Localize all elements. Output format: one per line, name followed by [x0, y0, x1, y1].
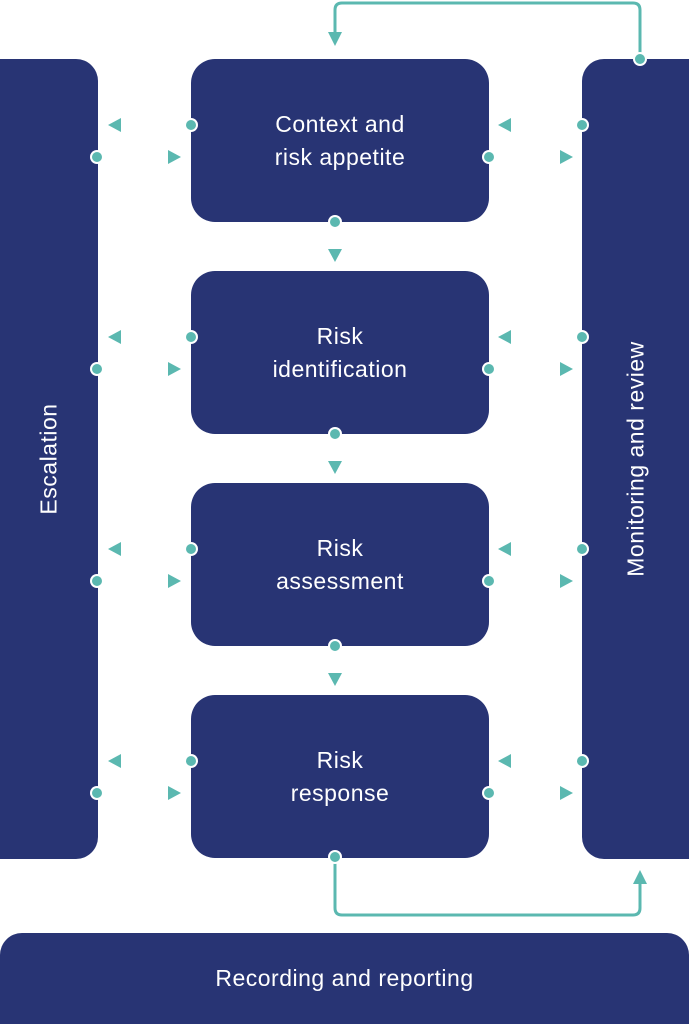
arrow-from-monitoring-1-head — [498, 330, 511, 344]
recording-reporting-label: Recording and reporting — [215, 965, 474, 991]
step-risk-assessment: Risk assessment — [191, 483, 489, 646]
step-label-line1: Risk — [316, 534, 364, 561]
arrow-from-escalation-1-head — [168, 362, 181, 376]
feedback-loop-bottom — [333, 862, 642, 917]
step-label-line2: identification — [272, 355, 408, 382]
escalation-column: Escalation — [0, 59, 98, 859]
feedback-loop-bottom-head — [633, 870, 647, 884]
step-context-risk-appetite: Context and risk appetite — [191, 59, 489, 222]
escalation-label: Escalation — [35, 403, 62, 515]
arrow-to-monitoring-1-head — [560, 362, 573, 376]
arrow-from-escalation-0-head — [168, 150, 181, 164]
feedback-loop-top — [333, 1, 642, 56]
arrow-from-monitoring-2-head — [498, 542, 511, 556]
step-label-line2: response — [290, 779, 390, 806]
monitoring-review-column: Monitoring and review — [582, 59, 689, 859]
arrow-to-escalation-1-head — [108, 330, 121, 344]
arrow-from-escalation-2-head — [168, 574, 181, 588]
step-label-line1: Context and — [275, 110, 405, 137]
arrow-to-escalation-0-head — [108, 118, 121, 132]
step-label-line1: Risk — [316, 322, 364, 349]
arrow-from-monitoring-0-head — [498, 118, 511, 132]
arrow-down-head-0 — [328, 249, 342, 262]
arrow-down-head-2 — [328, 673, 342, 686]
arrow-to-monitoring-3-head — [560, 786, 573, 800]
arrow-from-monitoring-3-head — [498, 754, 511, 768]
arrow-to-monitoring-0-head — [560, 150, 573, 164]
step-label-line2: assessment — [276, 567, 404, 594]
recording-reporting-bar: Recording and reporting — [0, 933, 689, 1024]
arrow-to-monitoring-2-head — [560, 574, 573, 588]
arrow-down-head-1 — [328, 461, 342, 474]
monitoring-review-label: Monitoring and review — [622, 341, 648, 577]
step-risk-identification: Risk identification — [191, 271, 489, 434]
feedback-loop-top-head — [328, 32, 342, 46]
arrow-from-escalation-3-head — [168, 786, 181, 800]
step-label-line1: Risk — [316, 746, 364, 773]
arrow-to-escalation-3-head — [108, 754, 121, 768]
step-label-line2: risk appetite — [274, 143, 406, 170]
step-risk-response: Risk response — [191, 695, 489, 858]
arrow-to-escalation-2-head — [108, 542, 121, 556]
